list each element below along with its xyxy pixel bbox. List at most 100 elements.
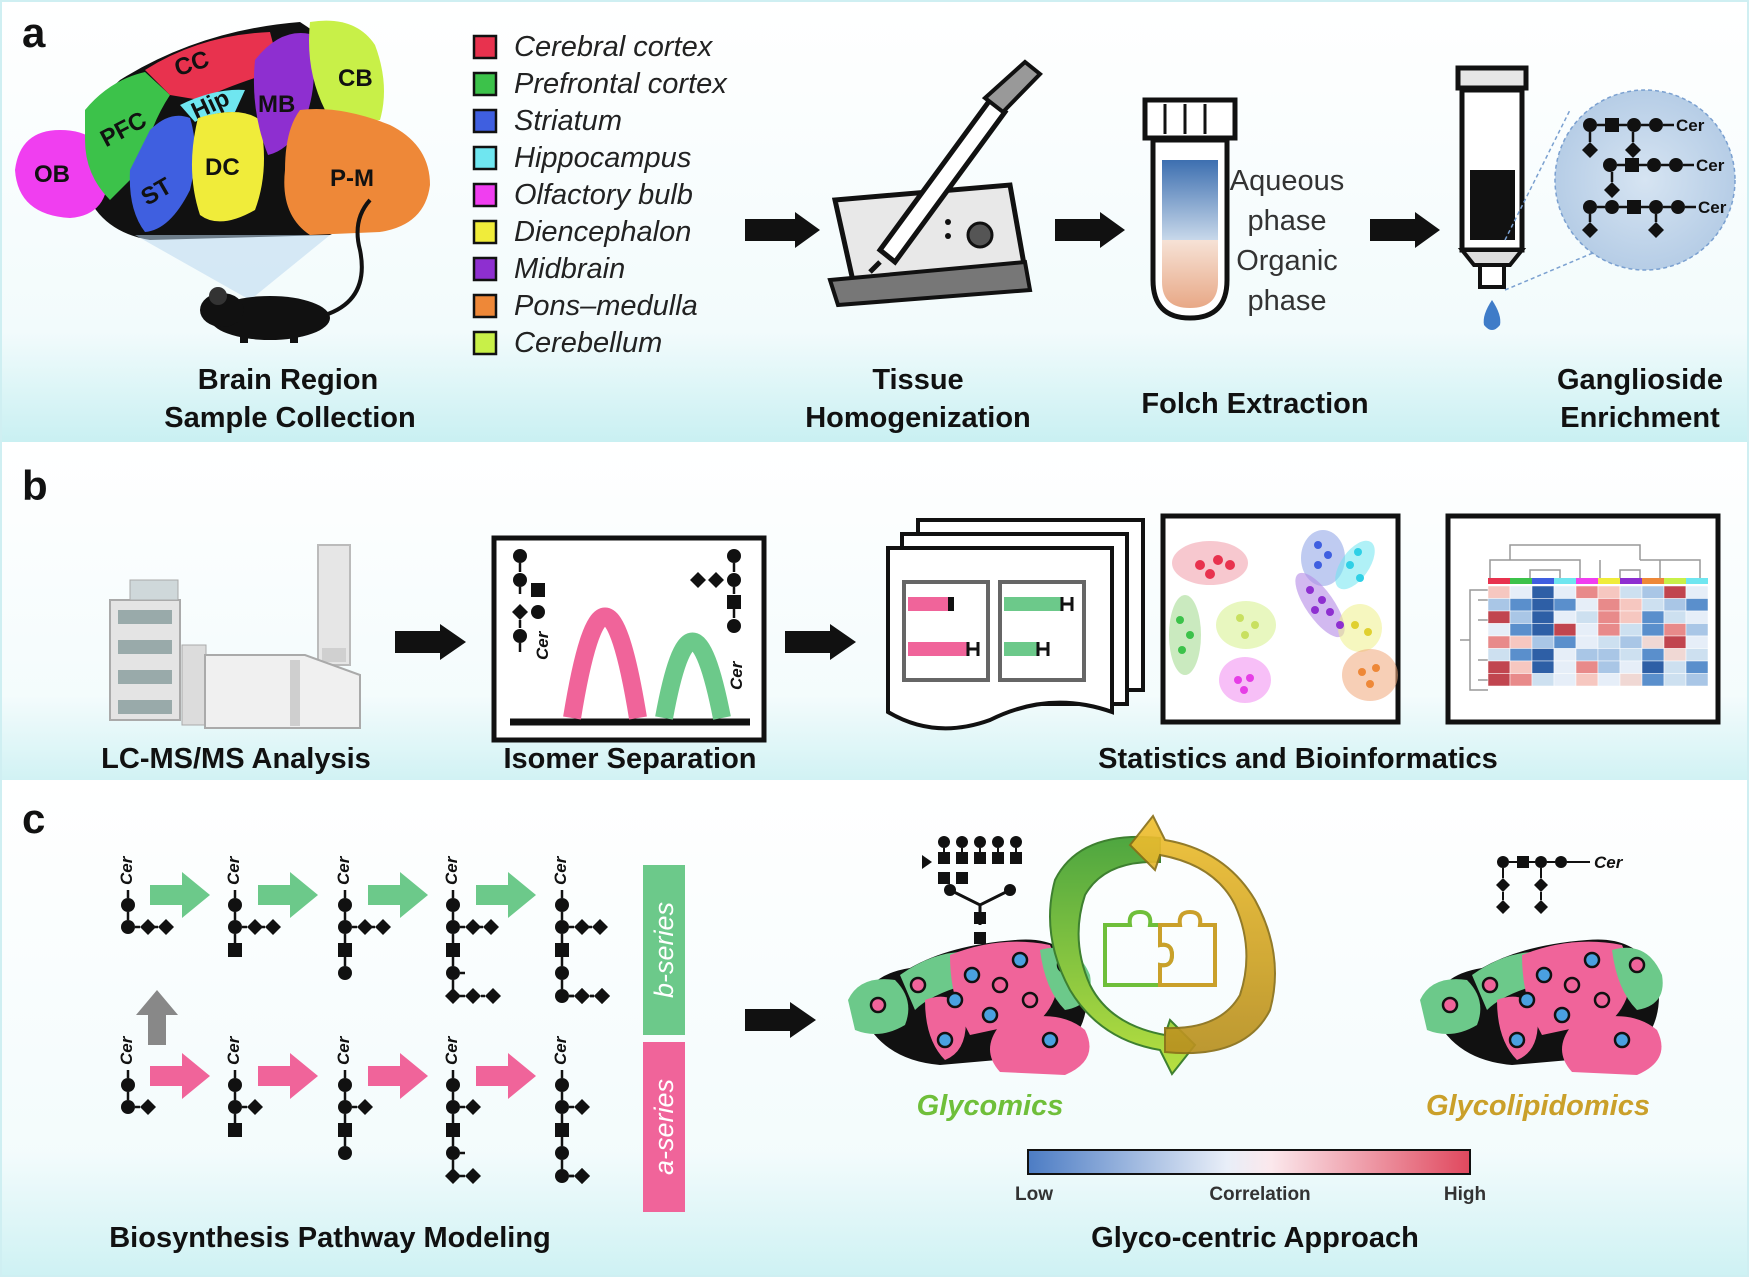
scale-low: Low [1015,1184,1053,1205]
correlation-colorbar [1027,1149,1471,1175]
mouse-icon [200,198,372,343]
legend-label: Prefrontal cortex [514,68,728,100]
glycolipidomics-label: Glycolipidomics [1426,1090,1650,1122]
legend-swatch [472,293,498,319]
legend-label: Diencephalon [514,216,691,248]
cer-label: Cer [1594,853,1624,872]
region-pm [284,109,430,235]
green-arrow-icon [368,872,428,918]
caption-stats: Statistics and Bioinformatics [1098,743,1498,775]
region-ob [15,130,109,218]
green-arrow-icon [150,872,210,918]
region-cc [145,32,280,100]
green-arrow-icon [258,872,318,918]
up-arrow-icon [136,990,178,1045]
caption-enrich-1: Ganglioside [1557,364,1723,396]
legend-label: Cerebellum [514,327,662,359]
legend-swatch [472,34,498,60]
a-series-bar [643,1042,685,1212]
n-glycan-structure [922,836,1022,944]
legend-swatch [472,71,498,97]
panel-label-c: c [22,795,45,842]
cer-label: Cer [117,1035,136,1065]
scale-mid: Correlation [1209,1184,1310,1205]
b-series-label: b-series [649,902,679,998]
caption-collection-1: Brain Region [198,364,378,396]
legend-swatch [472,330,498,356]
region-mb-label: MB [258,91,295,118]
pink-arrow-icon [476,1053,536,1099]
legend-label: Midbrain [514,253,625,285]
legend-swatch [472,108,498,134]
cer-label: Cer [727,660,746,690]
cer-label: Cer [117,855,136,885]
cer-label: Cer [551,855,570,885]
ganglioside-structure-c [1496,856,1590,914]
legend-label: Pons–medulla [514,290,698,322]
statistics-report-pages [886,518,1145,731]
heatmap-cells [1487,578,1709,687]
folch-tube-icon [1142,97,1238,321]
region-pm-label: P-M [330,165,374,192]
aqueous-label-2: phase [1247,205,1326,237]
b-series-bar [643,865,685,1035]
aqueous-label-1: Aqueous [1230,165,1345,197]
a-series-label: a-series [649,1079,679,1175]
caption-homog-1: Tissue [872,364,963,396]
panel-label-a: a [22,9,46,56]
cer-label: Cer [442,855,461,885]
cer-label: Cer [1696,156,1725,175]
caption-lcms: LC-MS/MS Analysis [101,743,371,775]
legend-label: Hippocampus [514,142,691,174]
glycomics-label: Glycomics [917,1090,1064,1122]
region-cb-label: CB [338,65,373,92]
caption-collection-2: Sample Collection [164,402,415,434]
caption-homog-2: Homogenization [805,402,1031,434]
legend-label: Striatum [514,105,622,137]
pink-arrow-icon [258,1053,318,1099]
glycolipidomics-brain-map [1420,939,1663,1075]
region-dc [191,111,264,222]
panel-a: a OB PFC CC Hip ST DC MB CB P-M [15,9,1736,434]
region-hip [180,89,245,122]
scale-high: High [1444,1184,1486,1205]
cluster-scatter-plot [1160,513,1401,725]
region-pfc [85,72,170,200]
green-arrow-icon [476,872,536,918]
cer-label: Cer [334,855,353,885]
region-dc-label: DC [205,154,240,181]
spe-cartridge-icon [1455,65,1736,330]
isomer-chromatogram [491,535,767,743]
organic-label-2: phase [1247,285,1326,317]
cer-label: Cer [533,630,552,660]
mouse-brain-map: OB PFC CC Hip ST DC MB CB P-M [15,20,430,300]
cer-label: Cer [1676,116,1705,135]
lcms-instrument-icon [109,544,361,729]
legend-swatch [472,182,498,208]
region-ob-label: OB [34,161,70,188]
legend-swatch [472,256,498,282]
homogenizer-icon [827,59,1043,308]
cer-label: Cer [224,855,243,885]
legend-label: Cerebral cortex [514,31,714,63]
flow-arrows-a [745,212,1440,248]
legend-label: Olfactory bulb [514,179,693,211]
panel-label-b: b [22,462,48,509]
cer-label: Cer [442,1035,461,1065]
caption-pathway: Biosynthesis Pathway Modeling [109,1222,551,1254]
legend-swatch [472,219,498,245]
caption-enrich-2: Enrichment [1560,402,1720,434]
caption-approach: Glyco-centric Approach [1091,1222,1419,1254]
pink-arrow-icon [368,1053,428,1099]
caption-folch: Folch Extraction [1141,388,1368,420]
region-cb [309,20,384,122]
cer-label: Cer [334,1035,353,1065]
region-st [129,115,195,232]
